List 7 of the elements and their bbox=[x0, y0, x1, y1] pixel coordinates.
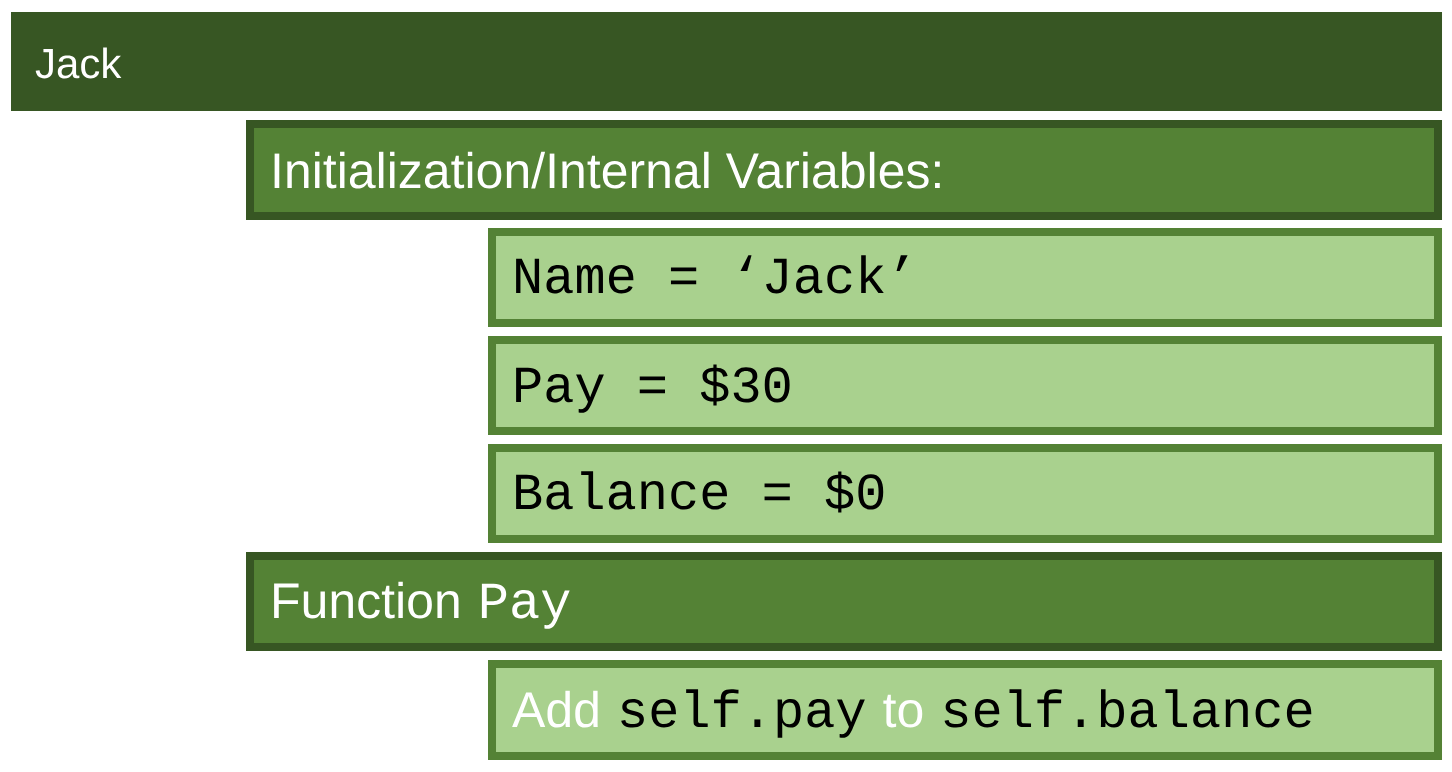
item-bar: Add self.pay to self.balance bbox=[488, 660, 1442, 760]
item-bar: Name = ‘Jack’ bbox=[488, 228, 1442, 327]
section-bar: Initialization/Internal Variables: bbox=[246, 120, 1442, 220]
heading-bar: Jack bbox=[11, 12, 1442, 111]
section-bar: Function Pay bbox=[246, 552, 1442, 651]
item-bar: Pay = $30 bbox=[488, 336, 1442, 435]
item-bar: Balance = $0 bbox=[488, 444, 1442, 543]
